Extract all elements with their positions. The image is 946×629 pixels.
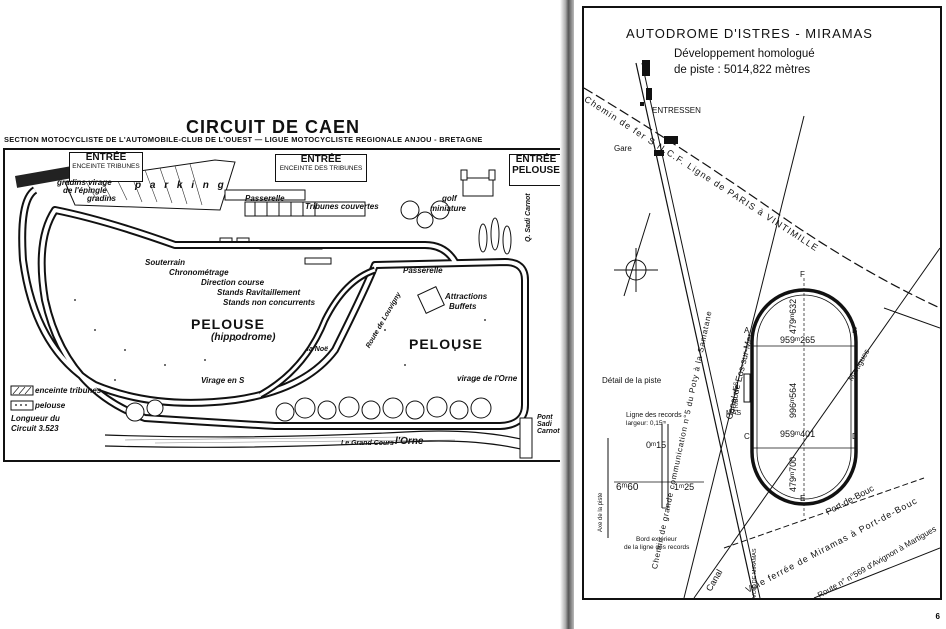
track-length-center: 996ᵐ564 [788, 382, 798, 418]
detail-bord-2: de la ligne des records [624, 544, 690, 551]
entree-pelouse-box: ENTRÉE PELOUSE [509, 154, 563, 186]
detail-axe: Axe de la piste [598, 492, 604, 532]
caen-map-drawing [10, 159, 533, 459]
track-point-a: A [744, 326, 750, 335]
label-passerelle-top: Passerelle [245, 194, 285, 203]
track-point-f: F [800, 270, 805, 279]
label-pelouse-right: PELOUSE [409, 336, 483, 352]
istres-title: AUTODROME D'ISTRES - MIRAMAS [626, 26, 873, 41]
label-golf: golf [442, 194, 457, 203]
legend-longueur-label: Longueur du [11, 414, 60, 423]
detail-v660: 6ᵐ60 [616, 482, 639, 493]
label-pont-sadi-carnot: Pont Sadi Carnot [537, 414, 560, 435]
page-number: 6 [935, 612, 940, 621]
detail-bord-1: Bord extérieur [636, 536, 677, 543]
legend-pelouse: pelouse [35, 401, 66, 410]
label-gare: Gare [614, 144, 632, 153]
label-mas: MAS [726, 410, 742, 417]
entree-enceinte-sub: ENCEINTE DES TRIBUNES [279, 164, 363, 172]
label-voie-miramas: VOIE DE MIRAMAS [752, 548, 758, 598]
detail-largeur: largeur: 0,15ᵐ [626, 420, 667, 427]
entree-pelouse-title: ENTRÉE [515, 154, 557, 165]
label-stands-non-concurrents: Stands non concurrents [223, 298, 316, 307]
istres-map-drawing [584, 60, 940, 598]
entree-tribunes-box: ENTRÉE ENCEINTE TRIBUNES [69, 152, 143, 182]
label-attractions: Attractions [445, 292, 488, 301]
legend-enceinte-tribunes: enceinte tribunes [35, 386, 102, 395]
book-gutter [560, 0, 574, 629]
istres-subtitle-2: de piste : 5014,822 mètres [674, 64, 811, 76]
label-le-grand-cours: Le Grand Cours [341, 440, 394, 447]
label-epingle: de l'épingle [63, 186, 107, 195]
track-point-c: C [744, 432, 750, 441]
label-hippodrome: (hippodrome) [211, 332, 276, 343]
track-length-ab: 959ᵐ265 [780, 335, 816, 345]
detail-v015: 0ᵐ15 [646, 440, 667, 450]
label-detail-piste: Détail de la piste [602, 376, 662, 385]
label-entressen: ENTRESSEN [652, 106, 701, 115]
label-stands-ravitaillement: Stands Ravitaillement [217, 288, 301, 297]
detail-ligne-records: Ligne des records [626, 412, 682, 419]
caen-subtitle: SECTION MOTOCYCLISTE DE L'AUTOMOBILE-CLU… [4, 135, 483, 144]
label-buffets: Buffets [449, 302, 477, 311]
label-parking: p a r k i n g [135, 180, 227, 191]
entree-pelouse-sub: PELOUSE [512, 164, 560, 176]
label-l-orne: l'Orne [395, 436, 424, 447]
entree-enceinte-box: ENTRÉE ENCEINTE DES TRIBUNES [275, 154, 367, 182]
caen-map-frame: ENTRÉE ENCEINTE TRIBUNES ENTRÉE ENCEINTE… [3, 148, 567, 462]
label-tribunes: TRIBUNES [734, 381, 740, 412]
left-page-caen: CIRCUIT DE CAEN SECTION MOTOCYCLISTE DE … [0, 0, 567, 629]
label-virage-en-s: Virage en S [201, 376, 245, 385]
track-length-cd: 959ᵐ401 [780, 429, 816, 439]
label-pelouse-main: PELOUSE [191, 316, 265, 332]
track-length-fa: 479ᵐ632 [788, 298, 798, 334]
track-point-b: B [852, 326, 858, 335]
label-gradins: gradins [87, 194, 116, 203]
caen-title: CIRCUIT DE CAEN [186, 117, 361, 137]
label-gradins-virage: gradins virage [57, 178, 112, 187]
istres-map-frame: AUTODROME D'ISTRES - MIRAMAS Développeme… [582, 6, 942, 600]
label-souterrain: Souterrain [145, 258, 186, 267]
entree-tribunes-sub: ENCEINTE TRIBUNES [72, 162, 140, 170]
label-miniature: miniature [430, 204, 467, 213]
label-chronometrage: Chronométrage [169, 268, 229, 277]
legend-longueur-value: Circuit 3.523 [11, 424, 59, 433]
track-length-ce: 479ᵐ700 [788, 456, 798, 492]
track-point-e: E [800, 494, 806, 503]
label-passerelle: Passerelle [403, 266, 443, 275]
right-page-istres: AUTODROME D'ISTRES - MIRAMAS Développeme… [574, 0, 946, 629]
entree-tribunes-title: ENTRÉE [85, 152, 127, 163]
label-la-noe: la Noë [307, 346, 329, 353]
label-quai-sadi-carnot: Q. Sadi Carnot [525, 193, 532, 242]
label-direction-course: Direction course [201, 278, 265, 287]
istres-subtitle-1: Développement homologué [674, 48, 815, 60]
entree-enceinte-title: ENTRÉE [300, 154, 342, 165]
label-tribunes-couvertes: Tribunes couvertes [305, 202, 379, 211]
label-virage-de-lorne: virage de l'Orne [457, 374, 518, 383]
track-point-d: D [852, 432, 858, 441]
detail-v125: 1ᵐ25 [674, 482, 695, 492]
